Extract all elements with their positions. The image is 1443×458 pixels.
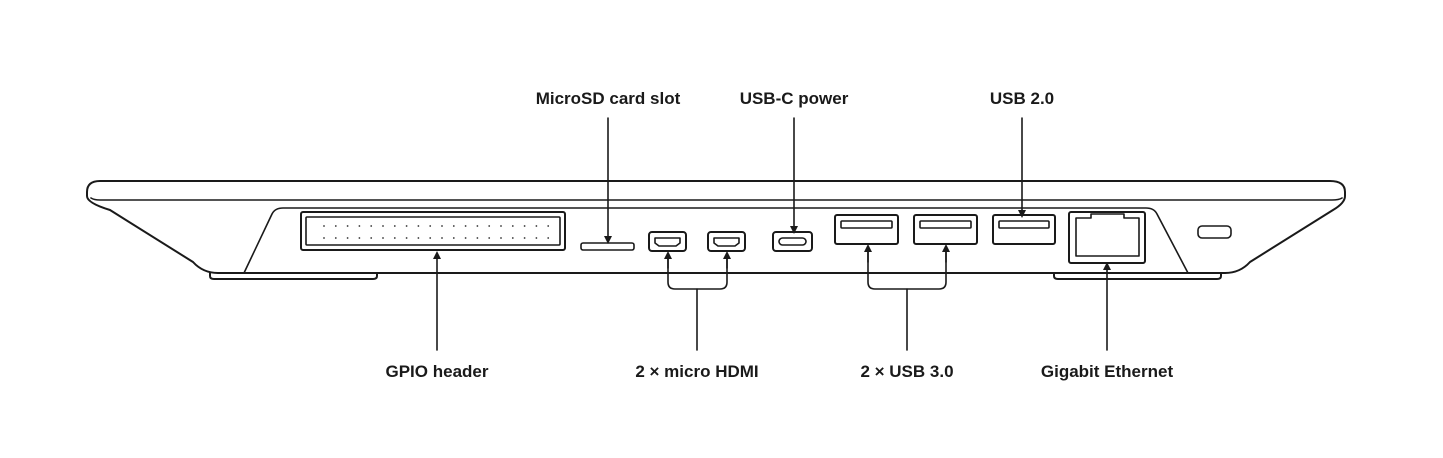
gpio-pin — [429, 237, 432, 239]
gpio-pin — [441, 237, 443, 239]
gpio-pin — [488, 237, 491, 239]
label-microsd: MicroSD card slot — [536, 89, 681, 108]
gpio-pin — [476, 225, 479, 227]
gpio-pin — [488, 225, 491, 227]
usb-3-port-icon — [834, 214, 899, 245]
leader-lines-top — [604, 117, 1026, 244]
gpio-pin — [393, 225, 396, 227]
device-shell — [86, 180, 1346, 274]
label-usbc-power: USB-C power — [740, 89, 849, 108]
label-gigabit-ethernet: Gigabit Ethernet — [1041, 362, 1174, 381]
gpio-header-icon — [300, 211, 566, 251]
gpio-pin — [334, 225, 337, 227]
gpio-pin — [323, 225, 325, 227]
gpio-pin — [500, 237, 502, 239]
kensington-slot-icon — [1197, 225, 1232, 239]
gpio-pin — [523, 225, 526, 227]
gpio-pin — [405, 225, 408, 227]
lid-edge — [90, 197, 1343, 201]
gpio-pin-grid — [323, 225, 550, 239]
usb-2-port-icon — [992, 214, 1056, 245]
gpio-pin — [429, 225, 432, 227]
label-gpio-header: GPIO header — [386, 362, 489, 381]
label-usb3: 2 × USB 3.0 — [860, 362, 953, 381]
gpio-pin — [417, 237, 420, 239]
gpio-pin — [452, 237, 455, 239]
usb-c-port-icon — [772, 231, 813, 252]
gpio-pin — [476, 237, 479, 239]
gpio-pin — [370, 225, 373, 227]
usb-3-port-icon — [913, 214, 978, 245]
gpio-pin — [441, 225, 443, 227]
port-panel-outline — [243, 207, 1189, 274]
gpio-pin — [511, 225, 514, 227]
gpio-pin — [417, 225, 420, 227]
gpio-pin — [500, 225, 502, 227]
gpio-pin — [547, 237, 550, 239]
gpio-pin — [346, 237, 349, 239]
gpio-pin — [547, 225, 550, 227]
gpio-pin — [370, 237, 373, 239]
gpio-pin — [523, 237, 526, 239]
gpio-pin — [535, 225, 538, 227]
gpio-pin — [393, 237, 396, 239]
gpio-pin — [358, 225, 361, 227]
gpio-pin — [382, 225, 384, 227]
gpio-pin — [464, 225, 467, 227]
micro-hdmi-port-icon — [648, 231, 687, 252]
device-body — [86, 180, 1346, 280]
ethernet-port-icon — [1068, 211, 1146, 264]
gpio-pin — [405, 237, 408, 239]
gpio-pin — [382, 237, 384, 239]
label-usb2: USB 2.0 — [990, 89, 1054, 108]
gpio-pin — [464, 237, 467, 239]
gpio-pin — [346, 225, 349, 227]
gpio-pin — [323, 237, 325, 239]
gpio-pin — [452, 225, 455, 227]
label-micro-hdmi: 2 × micro HDMI — [635, 362, 758, 381]
gpio-pin — [358, 237, 361, 239]
leader-lines-bottom — [433, 244, 1111, 351]
gpio-pin — [511, 237, 514, 239]
gpio-pin — [535, 237, 538, 239]
gpio-pin — [334, 237, 337, 239]
micro-hdmi-port-icon — [707, 231, 746, 252]
